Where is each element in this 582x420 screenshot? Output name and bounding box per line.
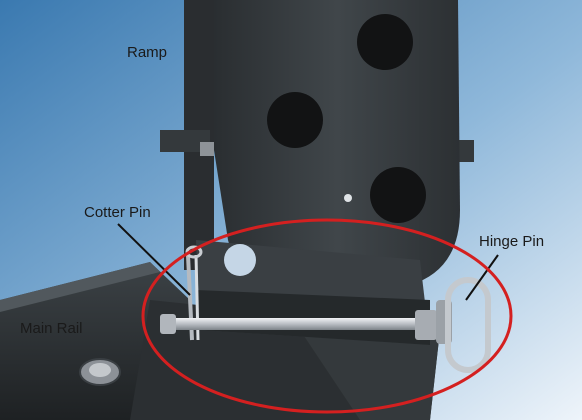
ramp-hole-top <box>357 14 413 70</box>
hinge-pin-ring <box>445 277 491 373</box>
ramp-plate <box>214 0 460 291</box>
ramp-label: Ramp <box>127 44 168 61</box>
main-rail-label: Main Rail <box>20 320 83 337</box>
bracket-tab-right <box>456 140 474 162</box>
ramp-hole-middle <box>267 92 323 148</box>
bracket-bolt <box>200 142 214 156</box>
cotter-pin-label: Cotter Pin <box>84 204 151 221</box>
cotter-pin-leader-line <box>117 223 191 296</box>
hinge-pin-label: Hinge Pin <box>479 233 545 250</box>
highlight-ellipse <box>141 218 513 414</box>
bracket-tab <box>160 130 210 152</box>
hinge-pin-leader-line <box>465 254 499 301</box>
hinge-pin <box>160 277 491 373</box>
ramp-hole-lower <box>370 167 426 223</box>
